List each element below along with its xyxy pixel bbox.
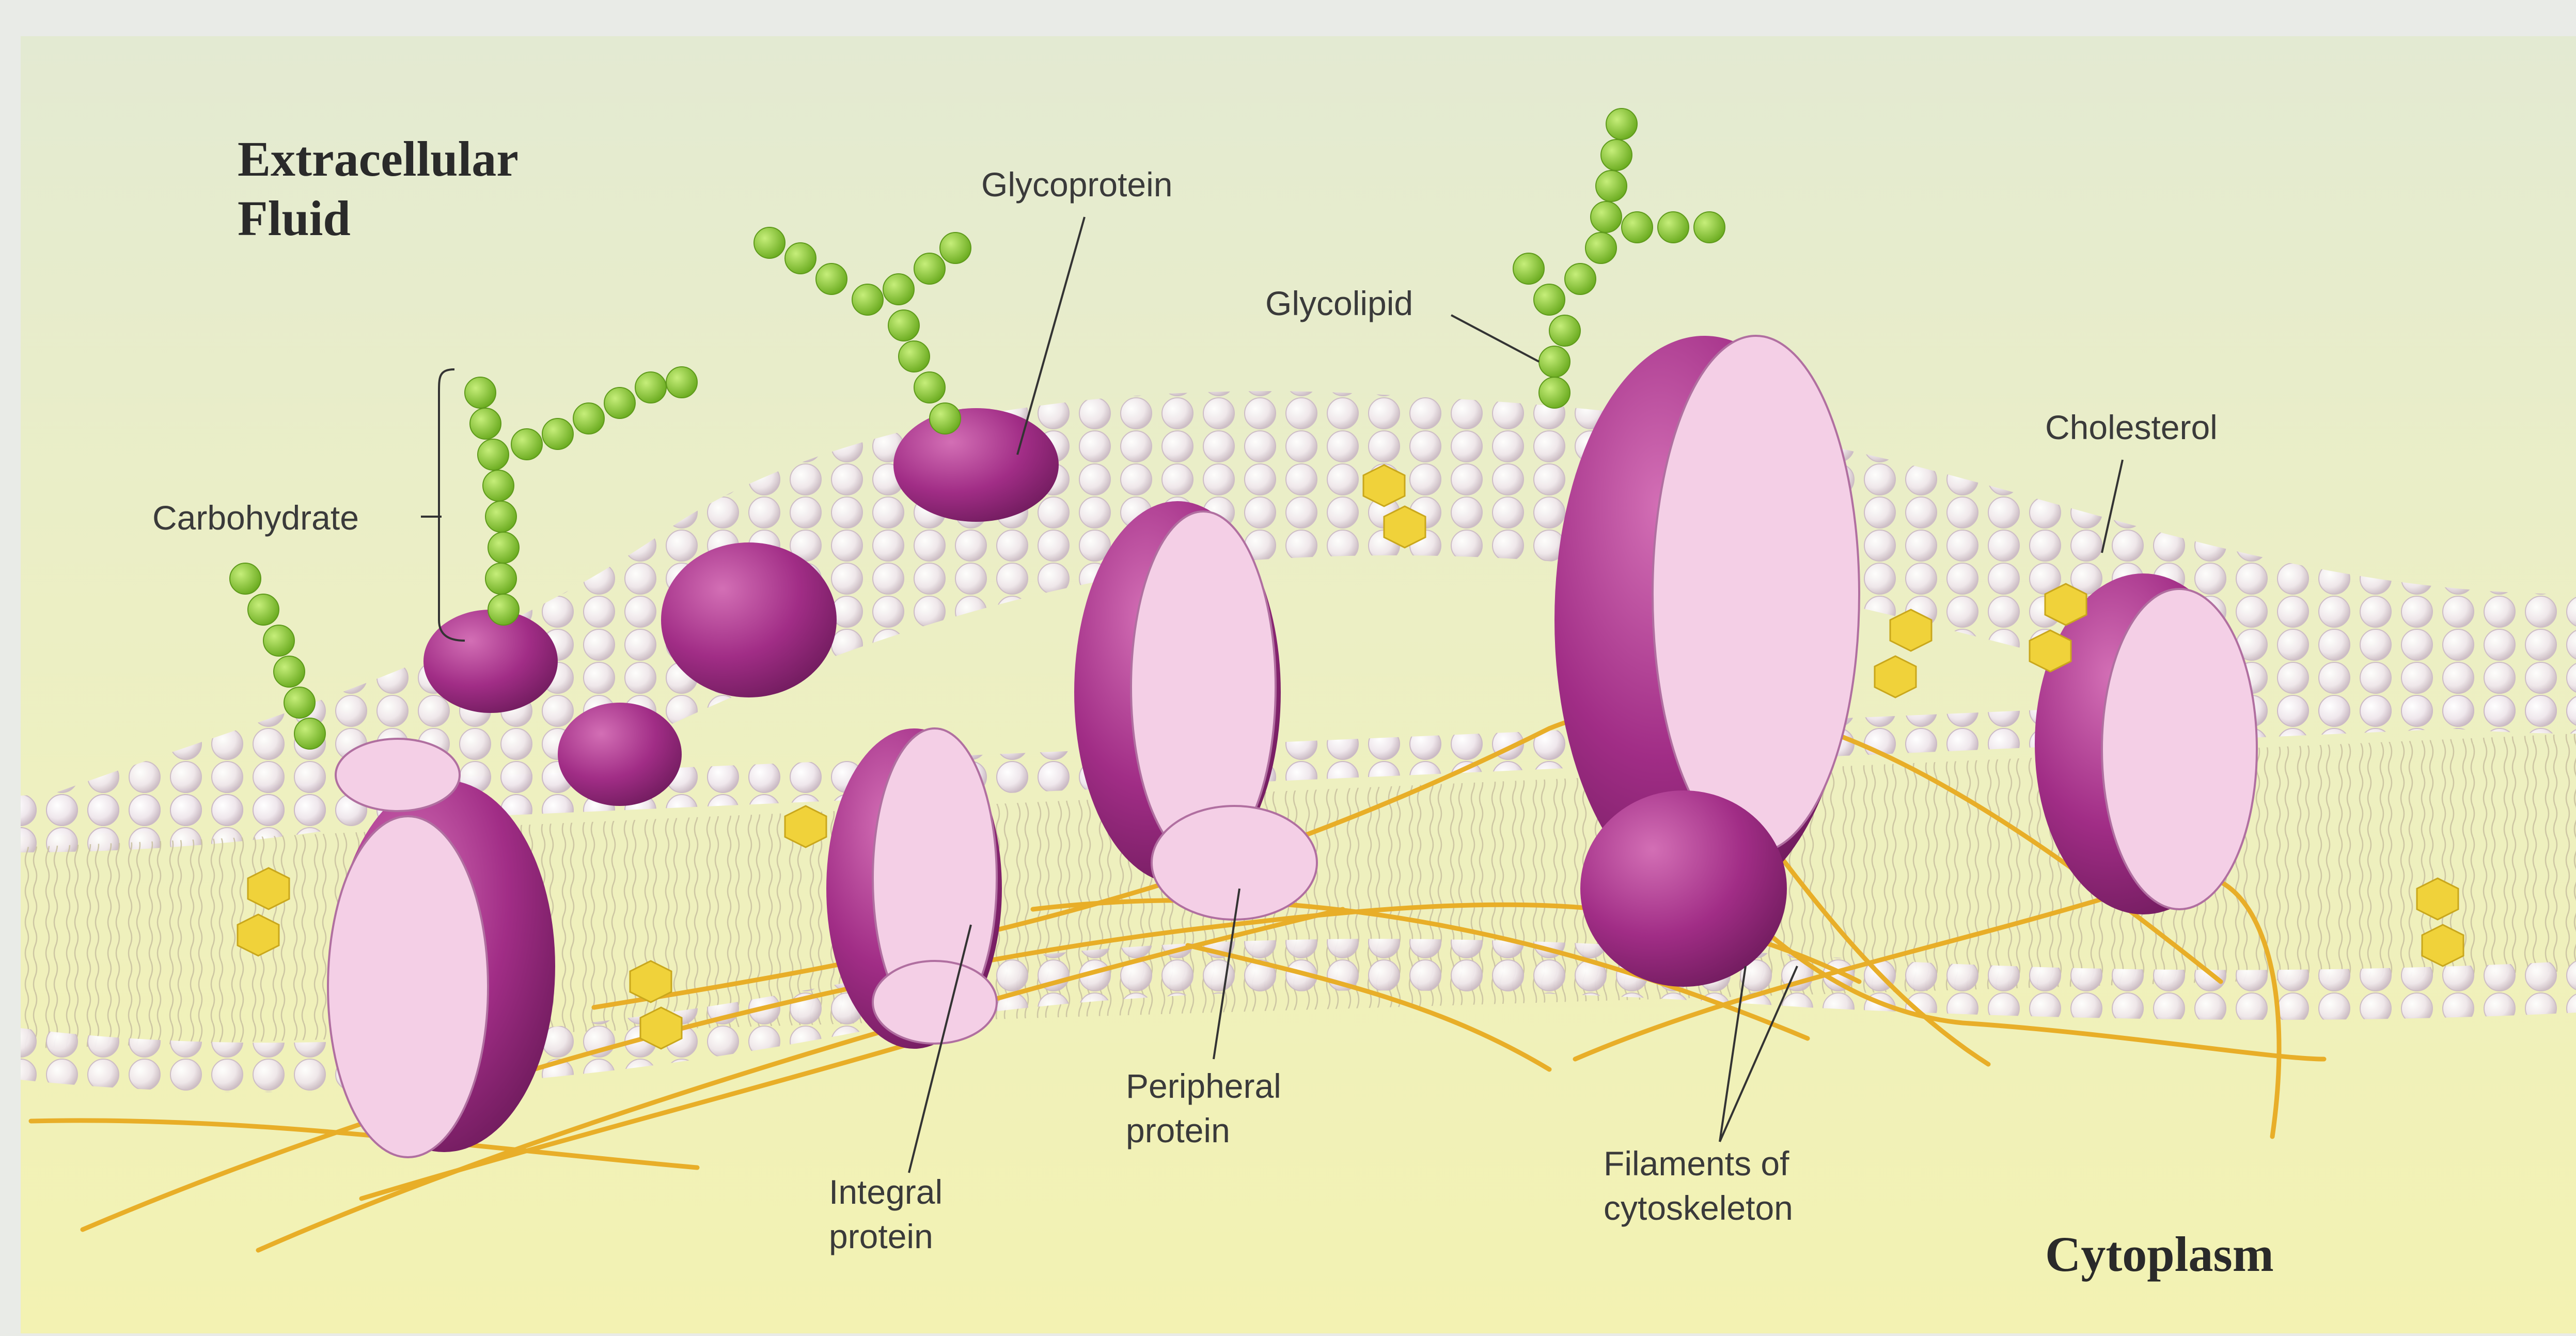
extracellular-title-line2: Fluid: [238, 189, 519, 248]
cytoplasm-title: Cytoplasm: [2045, 1224, 2274, 1284]
cholesterol-label: Cholesterol: [2045, 406, 2218, 450]
filaments-label: Filaments of cytoskeleton: [1604, 1142, 1793, 1231]
surface-protein: [661, 542, 837, 697]
peripheral-label-line1: Peripheral: [1126, 1064, 1281, 1109]
peripheral-label-line2: protein: [1126, 1109, 1281, 1153]
peripheral-protein-label: Peripheral protein: [1126, 1064, 1281, 1153]
filaments-label-line1: Filaments of: [1604, 1142, 1793, 1186]
glycoprotein-label: Glycoprotein: [981, 163, 1173, 207]
integral-label-line2: protein: [829, 1215, 943, 1259]
extracellular-fluid-title: Extracellular Fluid: [238, 129, 519, 248]
integral-protein-center: [826, 728, 1002, 1049]
glycoprotein-body: [893, 408, 1059, 522]
peripheral-protein: [1152, 806, 1317, 920]
integral-label-line1: Integral: [829, 1170, 943, 1215]
carbohydrate-label: Carbohydrate: [152, 496, 359, 540]
integral-protein-label: Integral protein: [829, 1170, 943, 1259]
extracellular-title-line1: Extracellular: [238, 129, 519, 189]
surface-protein: [558, 703, 682, 806]
glycolipid-label: Glycolipid: [1265, 282, 1413, 326]
filaments-label-line2: cytoskeleton: [1604, 1186, 1793, 1231]
surface-protein: [423, 610, 558, 713]
